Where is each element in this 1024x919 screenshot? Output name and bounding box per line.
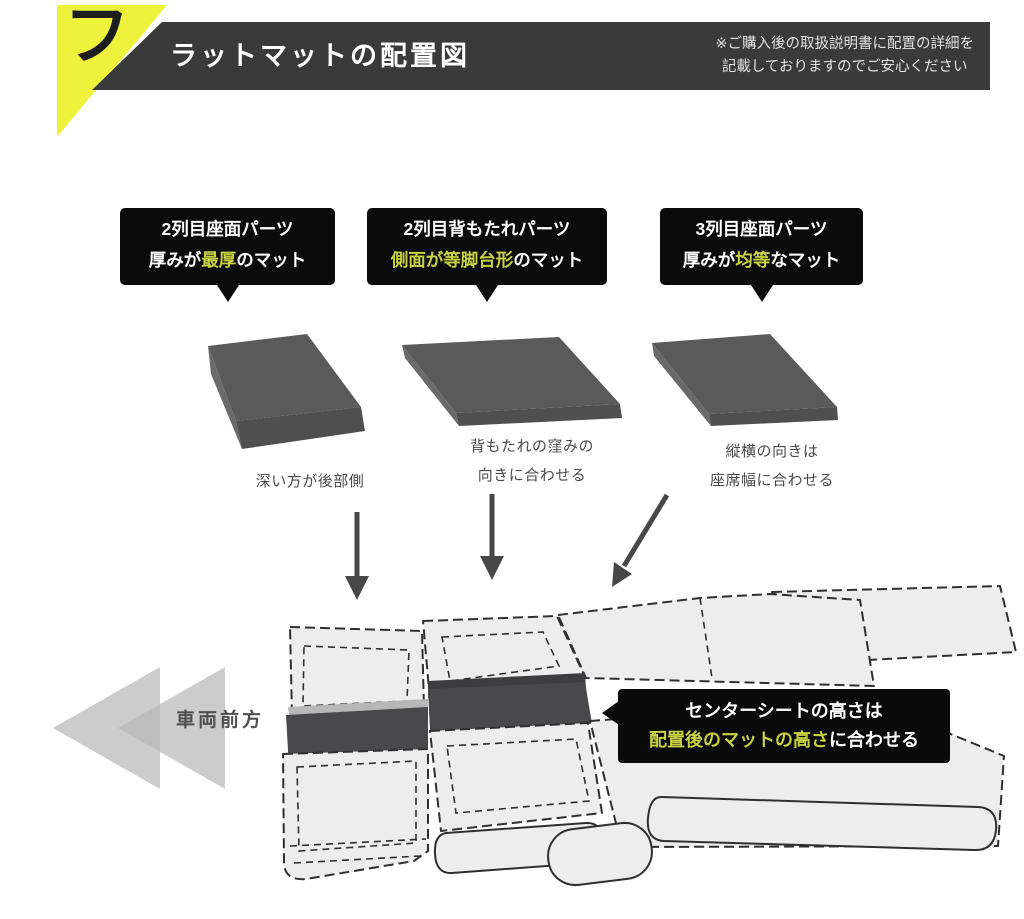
seat-back-right bbox=[557, 593, 875, 687]
diagonal-arrow-icon bbox=[612, 493, 670, 587]
label-line2: 厚みが均等なマット bbox=[660, 245, 863, 276]
label-line2-post: なマット bbox=[770, 250, 841, 271]
seat-bolster-small bbox=[547, 821, 653, 887]
vehicle-front-label: 車両前方 bbox=[176, 710, 265, 731]
label-line2-highlight: 側面が等脚台形 bbox=[390, 250, 514, 271]
seat-bolster-right bbox=[646, 795, 998, 852]
label-2nd-row-backrest-part: 2列目背もたれパーツ 側面が等脚台形のマット bbox=[367, 208, 607, 302]
label-line2: 側面が等脚台形のマット bbox=[367, 245, 607, 276]
bubble-tail-icon bbox=[216, 285, 239, 302]
mat-caption-2: 背もたれの窪みの 向きに合わせる bbox=[470, 432, 594, 491]
caption-line2: 向きに合わせる bbox=[477, 467, 587, 485]
label-line1: 2列目座面パーツ bbox=[161, 219, 294, 239]
center-note-highlight: 配置後のマットの高さ bbox=[649, 729, 829, 750]
down-arrow-icon bbox=[480, 494, 504, 580]
page-title: ラットマットの配置図 bbox=[170, 41, 470, 71]
label-line1: 2列目背もたれパーツ bbox=[403, 219, 571, 239]
label-line2-highlight: 均等 bbox=[735, 250, 771, 271]
mat-2nd-row-backrest bbox=[402, 337, 622, 426]
seat-cushion-left bbox=[282, 748, 429, 881]
label-2nd-row-seat-part: 2列目座面パーツ 厚みが最厚のマット bbox=[120, 208, 335, 302]
caption-line1: 深い方が後部側 bbox=[255, 473, 365, 490]
label-line2-highlight: 最厚 bbox=[201, 250, 237, 271]
mat-2nd-row-seat bbox=[208, 334, 365, 449]
caption-line1: 背もたれの窪みの bbox=[469, 438, 595, 455]
header-note: ※ご購入後の取扱説明書に配置の詳細を 記載しておりますのでご安心ください bbox=[715, 33, 974, 79]
mat-caption-1: 深い方が後部側 bbox=[256, 467, 365, 496]
label-line2-pre: 厚みが bbox=[148, 250, 202, 271]
bubble-tail-icon bbox=[476, 285, 498, 302]
seat-cushion-middle bbox=[429, 722, 603, 832]
mat-caption-3: 縦横の向きは 座席幅に合わせる bbox=[710, 437, 834, 496]
label-line2-post: のマット bbox=[513, 250, 584, 271]
down-arrow-icon bbox=[345, 512, 369, 600]
header-note-line2: 記載しておりますのでご安心ください bbox=[721, 59, 968, 75]
title-banner: ラットマットの配置図 ※ご購入後の取扱説明書に配置の詳細を 記載しておりますので… bbox=[92, 22, 990, 90]
label-line2-post: のマット bbox=[236, 250, 307, 271]
bubble-tail-icon bbox=[602, 701, 619, 725]
double-left-chevron-icon bbox=[53, 667, 225, 789]
mat-3rd-row-seat bbox=[652, 334, 838, 426]
label-line2-pre: 厚みが bbox=[682, 250, 736, 271]
label-3rd-row-seat-part: 3列目座面パーツ 厚みが均等なマット bbox=[660, 208, 863, 302]
label-line2: 厚みが最厚のマット bbox=[120, 245, 335, 276]
caption-line2: 座席幅に合わせる bbox=[709, 472, 835, 490]
inserted-mat-band-middle bbox=[428, 682, 592, 731]
center-note-post: に合わせる bbox=[829, 729, 919, 750]
center-seat-note: センターシートの高さは 配置後のマットの高さに合わせる bbox=[602, 689, 950, 763]
header-note-line1: ※ご購入後の取扱説明書に配置の詳細を bbox=[715, 35, 974, 52]
label-line1: 3列目座面パーツ bbox=[695, 219, 828, 239]
title-accent-character: フ bbox=[64, 0, 130, 72]
center-note-line1: センターシートの高さは bbox=[685, 701, 883, 721]
center-note-line2: 配置後のマットの高さに合わせる bbox=[618, 726, 950, 755]
bubble-tail-icon bbox=[750, 285, 773, 302]
caption-line1: 縦横の向きは bbox=[725, 443, 819, 460]
